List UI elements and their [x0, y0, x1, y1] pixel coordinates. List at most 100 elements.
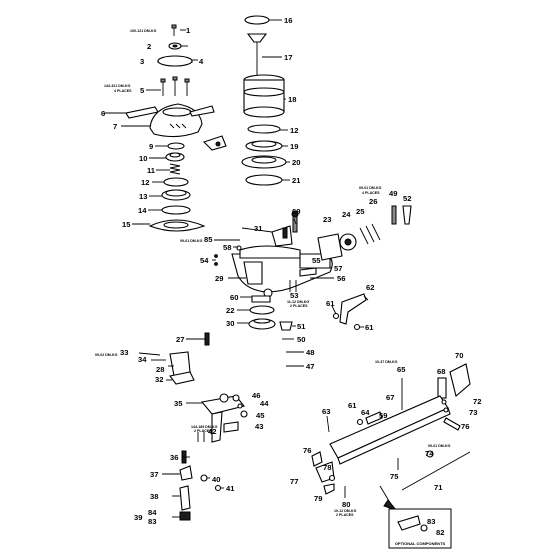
housing-body — [214, 225, 333, 331]
note-7: 10-37 DM-KG — [375, 360, 398, 364]
note-2: 144-321 DM-KG — [104, 84, 131, 88]
callout-19: 19 — [290, 142, 298, 151]
callout-71: 71 — [434, 483, 443, 492]
callout-51: 51 — [297, 322, 306, 331]
callout-60: 60 — [230, 293, 238, 302]
callout-17: 17 — [284, 53, 292, 62]
callout-62: 62 — [366, 283, 374, 292]
callout-53: 53 — [290, 291, 298, 300]
callout-15: 15 — [122, 220, 131, 229]
callout-32: 32 — [155, 375, 163, 384]
callout-55: 55 — [312, 256, 321, 265]
callout-11: 11 — [147, 166, 156, 175]
lower-left-parts — [138, 332, 248, 521]
callout-65: 65 — [397, 365, 406, 374]
callout-36: 36 — [170, 453, 178, 462]
callout-70: 70 — [455, 351, 463, 360]
callout-31: 31 — [254, 224, 263, 233]
callout-24: 24 — [342, 210, 351, 219]
callout-63: 63 — [322, 407, 330, 416]
callout-7: 7 — [113, 122, 117, 131]
callout-37: 37 — [150, 470, 158, 479]
callout-83b: 83 — [148, 517, 156, 526]
callout-43: 43 — [255, 422, 263, 431]
callout-72: 72 — [473, 397, 481, 406]
callout-35: 35 — [174, 399, 183, 408]
callout-4: 4 — [199, 57, 204, 66]
callout-85: 85 — [204, 235, 213, 244]
callout-80: 80 — [342, 500, 350, 509]
callout-1: 1 — [186, 26, 191, 35]
callout-79: 79 — [314, 494, 322, 503]
callout-59: 59 — [379, 411, 387, 420]
callout-46: 46 — [252, 391, 260, 400]
callout-33: 33 — [120, 348, 128, 357]
note-6: 09-02 DM-KG — [95, 353, 118, 357]
callout-21: 21 — [292, 176, 301, 185]
callout-34: 34 — [138, 355, 147, 364]
callout-26: 26 — [369, 197, 377, 206]
callout-67: 67 — [386, 393, 394, 402]
callout-numbers: 1 2 3 4 5 6 7 9 10 11 12 13 14 15 16 17 … — [101, 16, 481, 537]
callout-74: 74 — [425, 449, 434, 458]
callout-77: 77 — [290, 477, 298, 486]
callout-50: 50 — [297, 335, 305, 344]
callout-44: 44 — [260, 399, 269, 408]
callout-14: 14 — [138, 206, 147, 215]
note-2b: 4 PLACES — [114, 89, 132, 93]
callout-57: 57 — [334, 264, 342, 273]
callout-27: 27 — [176, 335, 184, 344]
optional-components-box: OPTIONAL COMPONENTS — [388, 508, 452, 549]
callout-12a: 12 — [141, 178, 149, 187]
callout-61c: 61 — [348, 401, 357, 410]
callout-10: 10 — [139, 154, 147, 163]
callout-22: 22 — [226, 306, 234, 315]
callout-23: 23 — [323, 215, 331, 224]
callout-29: 29 — [215, 274, 223, 283]
note-9: 09-01 DM-KG — [428, 444, 451, 448]
callout-76a: 76 — [461, 422, 469, 431]
callout-61a: 61 — [326, 299, 335, 308]
callout-2: 2 — [147, 42, 151, 51]
callout-45: 45 — [256, 411, 265, 420]
callout-49: 49 — [389, 189, 397, 198]
callout-6: 6 — [101, 109, 105, 118]
optional-components-label: OPTIONAL COMPONENTS — [395, 541, 446, 546]
callout-13: 13 — [139, 192, 147, 201]
callout-84: 84 — [148, 508, 157, 517]
callout-69: 69 — [292, 207, 300, 216]
callout-9: 9 — [149, 142, 153, 151]
callout-75: 75 — [390, 472, 399, 481]
note-1: 100-121 DM-KG — [130, 29, 157, 33]
callout-41: 41 — [226, 484, 235, 493]
callout-42: 42 — [208, 427, 216, 436]
cylinder-assembly — [241, 15, 287, 186]
callout-52: 52 — [403, 194, 411, 203]
note-3b: 4 PLACES — [362, 191, 380, 195]
callout-58: 58 — [223, 243, 231, 252]
callout-73: 73 — [469, 408, 477, 417]
callout-38: 38 — [150, 492, 158, 501]
callout-20: 20 — [292, 158, 300, 167]
magazine-assembly — [311, 363, 471, 512]
note-8b: 2 PLACES — [194, 429, 212, 433]
callout-28: 28 — [156, 365, 164, 374]
note-5: 11-12 DM-KG — [287, 300, 309, 304]
callout-48: 48 — [306, 348, 314, 357]
callout-83a: 83 — [427, 517, 435, 526]
callout-61b: 61 — [365, 323, 374, 332]
callout-18: 18 — [288, 95, 296, 104]
callout-68: 68 — [437, 367, 445, 376]
callout-12b: 12 — [290, 126, 298, 135]
fastener-notes: 100-121 DM-KG 144-321 DM-KG 4 PLACES 09-… — [95, 29, 451, 517]
callout-25: 25 — [356, 207, 365, 216]
callout-56: 56 — [337, 274, 345, 283]
note-4: 09-01 DM-KG — [180, 239, 203, 243]
callout-82: 82 — [436, 528, 444, 537]
callout-16: 16 — [284, 16, 292, 25]
cap-assembly — [125, 24, 227, 232]
callout-39: 39 — [134, 513, 142, 522]
callout-64: 64 — [361, 408, 370, 417]
